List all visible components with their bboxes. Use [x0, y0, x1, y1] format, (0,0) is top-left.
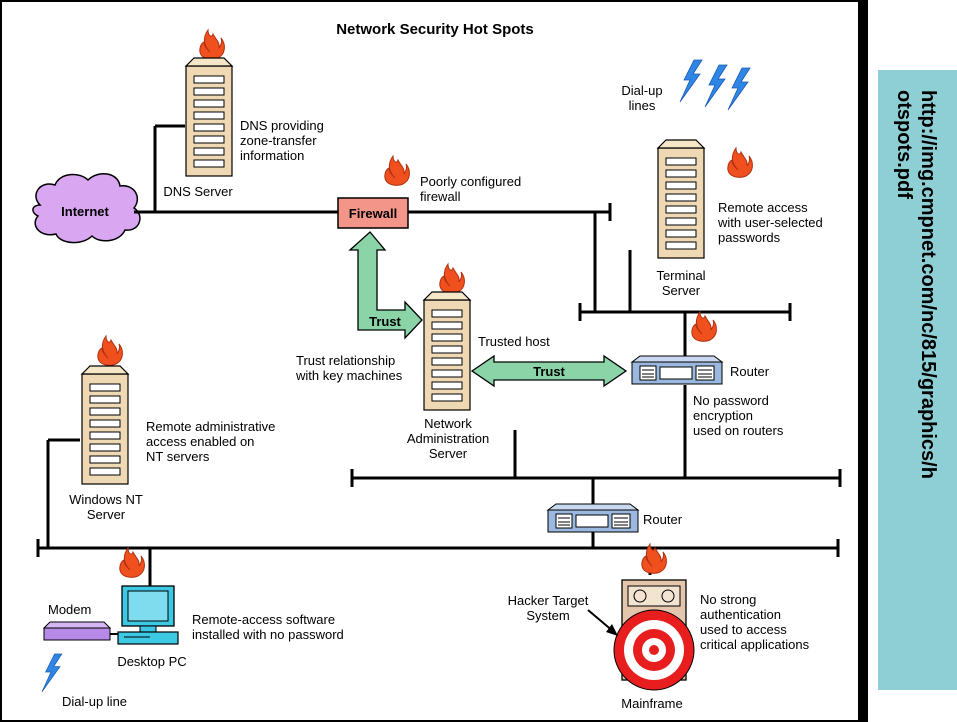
- internet-label: Internet: [61, 204, 109, 219]
- flame-icon: [691, 311, 717, 342]
- dns-server-label: DNS Server: [163, 184, 233, 199]
- flame-icon: [727, 147, 753, 178]
- nt-note-1: Remote administrative: [146, 419, 275, 434]
- dialup-lines: Dial-up lines: [621, 59, 751, 113]
- terminal-label-2: Server: [662, 283, 701, 298]
- flame-icon: [119, 547, 145, 578]
- side-caption-line-2: otspots.pdf: [893, 90, 915, 199]
- mainframe-label: Mainframe: [621, 696, 682, 711]
- dns-note-3: information: [240, 148, 304, 163]
- firewall-label: Firewall: [349, 206, 397, 221]
- flame-icon: [97, 335, 123, 366]
- router-right: Router No password encryption used on ro…: [631, 311, 784, 438]
- mf-note-3: used to access: [700, 622, 787, 637]
- router-note-2: encryption: [693, 408, 753, 423]
- dns-server: DNS Server DNS providing zone-transfer i…: [163, 29, 324, 199]
- trust-arrow-mid: Trust: [470, 354, 628, 388]
- term-note-3: passwords: [718, 230, 781, 245]
- hacker-note-1: Hacker Target: [508, 593, 589, 608]
- side-caption-panel: [878, 70, 957, 690]
- diagram-title: Network Security Hot Spots: [336, 21, 534, 38]
- network-diagram: Network Security Hot Spots: [32, 21, 842, 711]
- trust-rel-note-2: with key machines: [295, 368, 403, 383]
- nt-label-1: Windows NT: [69, 492, 143, 507]
- dns-note-1: DNS providing: [240, 118, 324, 133]
- firewall-note-2: firewall: [420, 189, 461, 204]
- trusted-host-note: Trusted host: [478, 334, 550, 349]
- nt-label-2: Server: [87, 507, 126, 522]
- windows-nt-server: Windows NT Server Remote administrative …: [69, 335, 275, 522]
- trust-mid-label: Trust: [533, 364, 565, 379]
- dialup-lines-label-1: Dial-up: [621, 83, 662, 98]
- pc-note-1: Remote-access software: [192, 612, 335, 627]
- desktop-pc-label: Desktop PC: [117, 654, 186, 669]
- flame-icon: [439, 263, 465, 294]
- trust-rel-note-1: Trust relationship: [296, 353, 395, 368]
- internet-cloud: Internet: [32, 173, 141, 244]
- mainframe: Hacker Target System Mainframe No strong…: [508, 543, 810, 711]
- firewall-note-1: Poorly configured: [420, 174, 521, 189]
- router-bottom: Router: [547, 503, 683, 533]
- dialup-line-label: Dial-up line: [62, 694, 127, 709]
- term-note-1: Remote access: [718, 200, 808, 215]
- dns-note-2: zone-transfer: [240, 133, 317, 148]
- modem-label: Modem: [48, 602, 91, 617]
- mf-note-4: critical applications: [700, 637, 810, 652]
- term-note-2: with user-selected: [717, 215, 823, 230]
- lightning-icon: [41, 653, 63, 693]
- nt-note-3: NT servers: [146, 449, 210, 464]
- terminal-label-1: Terminal: [656, 268, 705, 283]
- router-note-1: No password: [693, 393, 769, 408]
- mf-note-1: No strong: [700, 592, 756, 607]
- router-right-label: Router: [730, 364, 770, 379]
- nas-label-3: Server: [429, 446, 468, 461]
- pc-note-2: installed with no password: [192, 627, 344, 642]
- network-admin-server: Network Administration Server Trusted ho…: [295, 263, 550, 461]
- router-note-3: used on routers: [693, 423, 784, 438]
- side-caption: http://img.cmpnet.com/nc/815/graphics/h …: [878, 70, 957, 690]
- lightning-icon: [727, 67, 751, 111]
- nas-label-1: Network: [424, 416, 472, 431]
- flame-icon: [384, 155, 410, 186]
- dialup-lines-label-2: lines: [629, 98, 656, 113]
- firewall: Firewall Poorly configured firewall: [337, 155, 521, 229]
- modem: Modem Dial-up line: [41, 602, 127, 709]
- trust-arrow-left: Trust: [348, 231, 423, 340]
- flame-icon: [199, 29, 225, 60]
- router-bottom-label: Router: [643, 512, 683, 527]
- side-caption-line-1: http://img.cmpnet.com/nc/815/graphics/h: [917, 90, 939, 479]
- mf-note-2: authentication: [700, 607, 781, 622]
- nas-label-2: Administration: [407, 431, 489, 446]
- terminal-server: Terminal Server Remote access with user-…: [656, 139, 823, 298]
- diagram-frame: [0, 0, 868, 722]
- lightning-icon: [704, 64, 728, 108]
- desktop-pc: Desktop PC Remote-access software instal…: [117, 547, 344, 669]
- lightning-icon: [679, 59, 703, 103]
- nt-note-2: access enabled on: [146, 434, 254, 449]
- trust-left-label: Trust: [369, 314, 401, 329]
- hacker-note-2: System: [526, 608, 569, 623]
